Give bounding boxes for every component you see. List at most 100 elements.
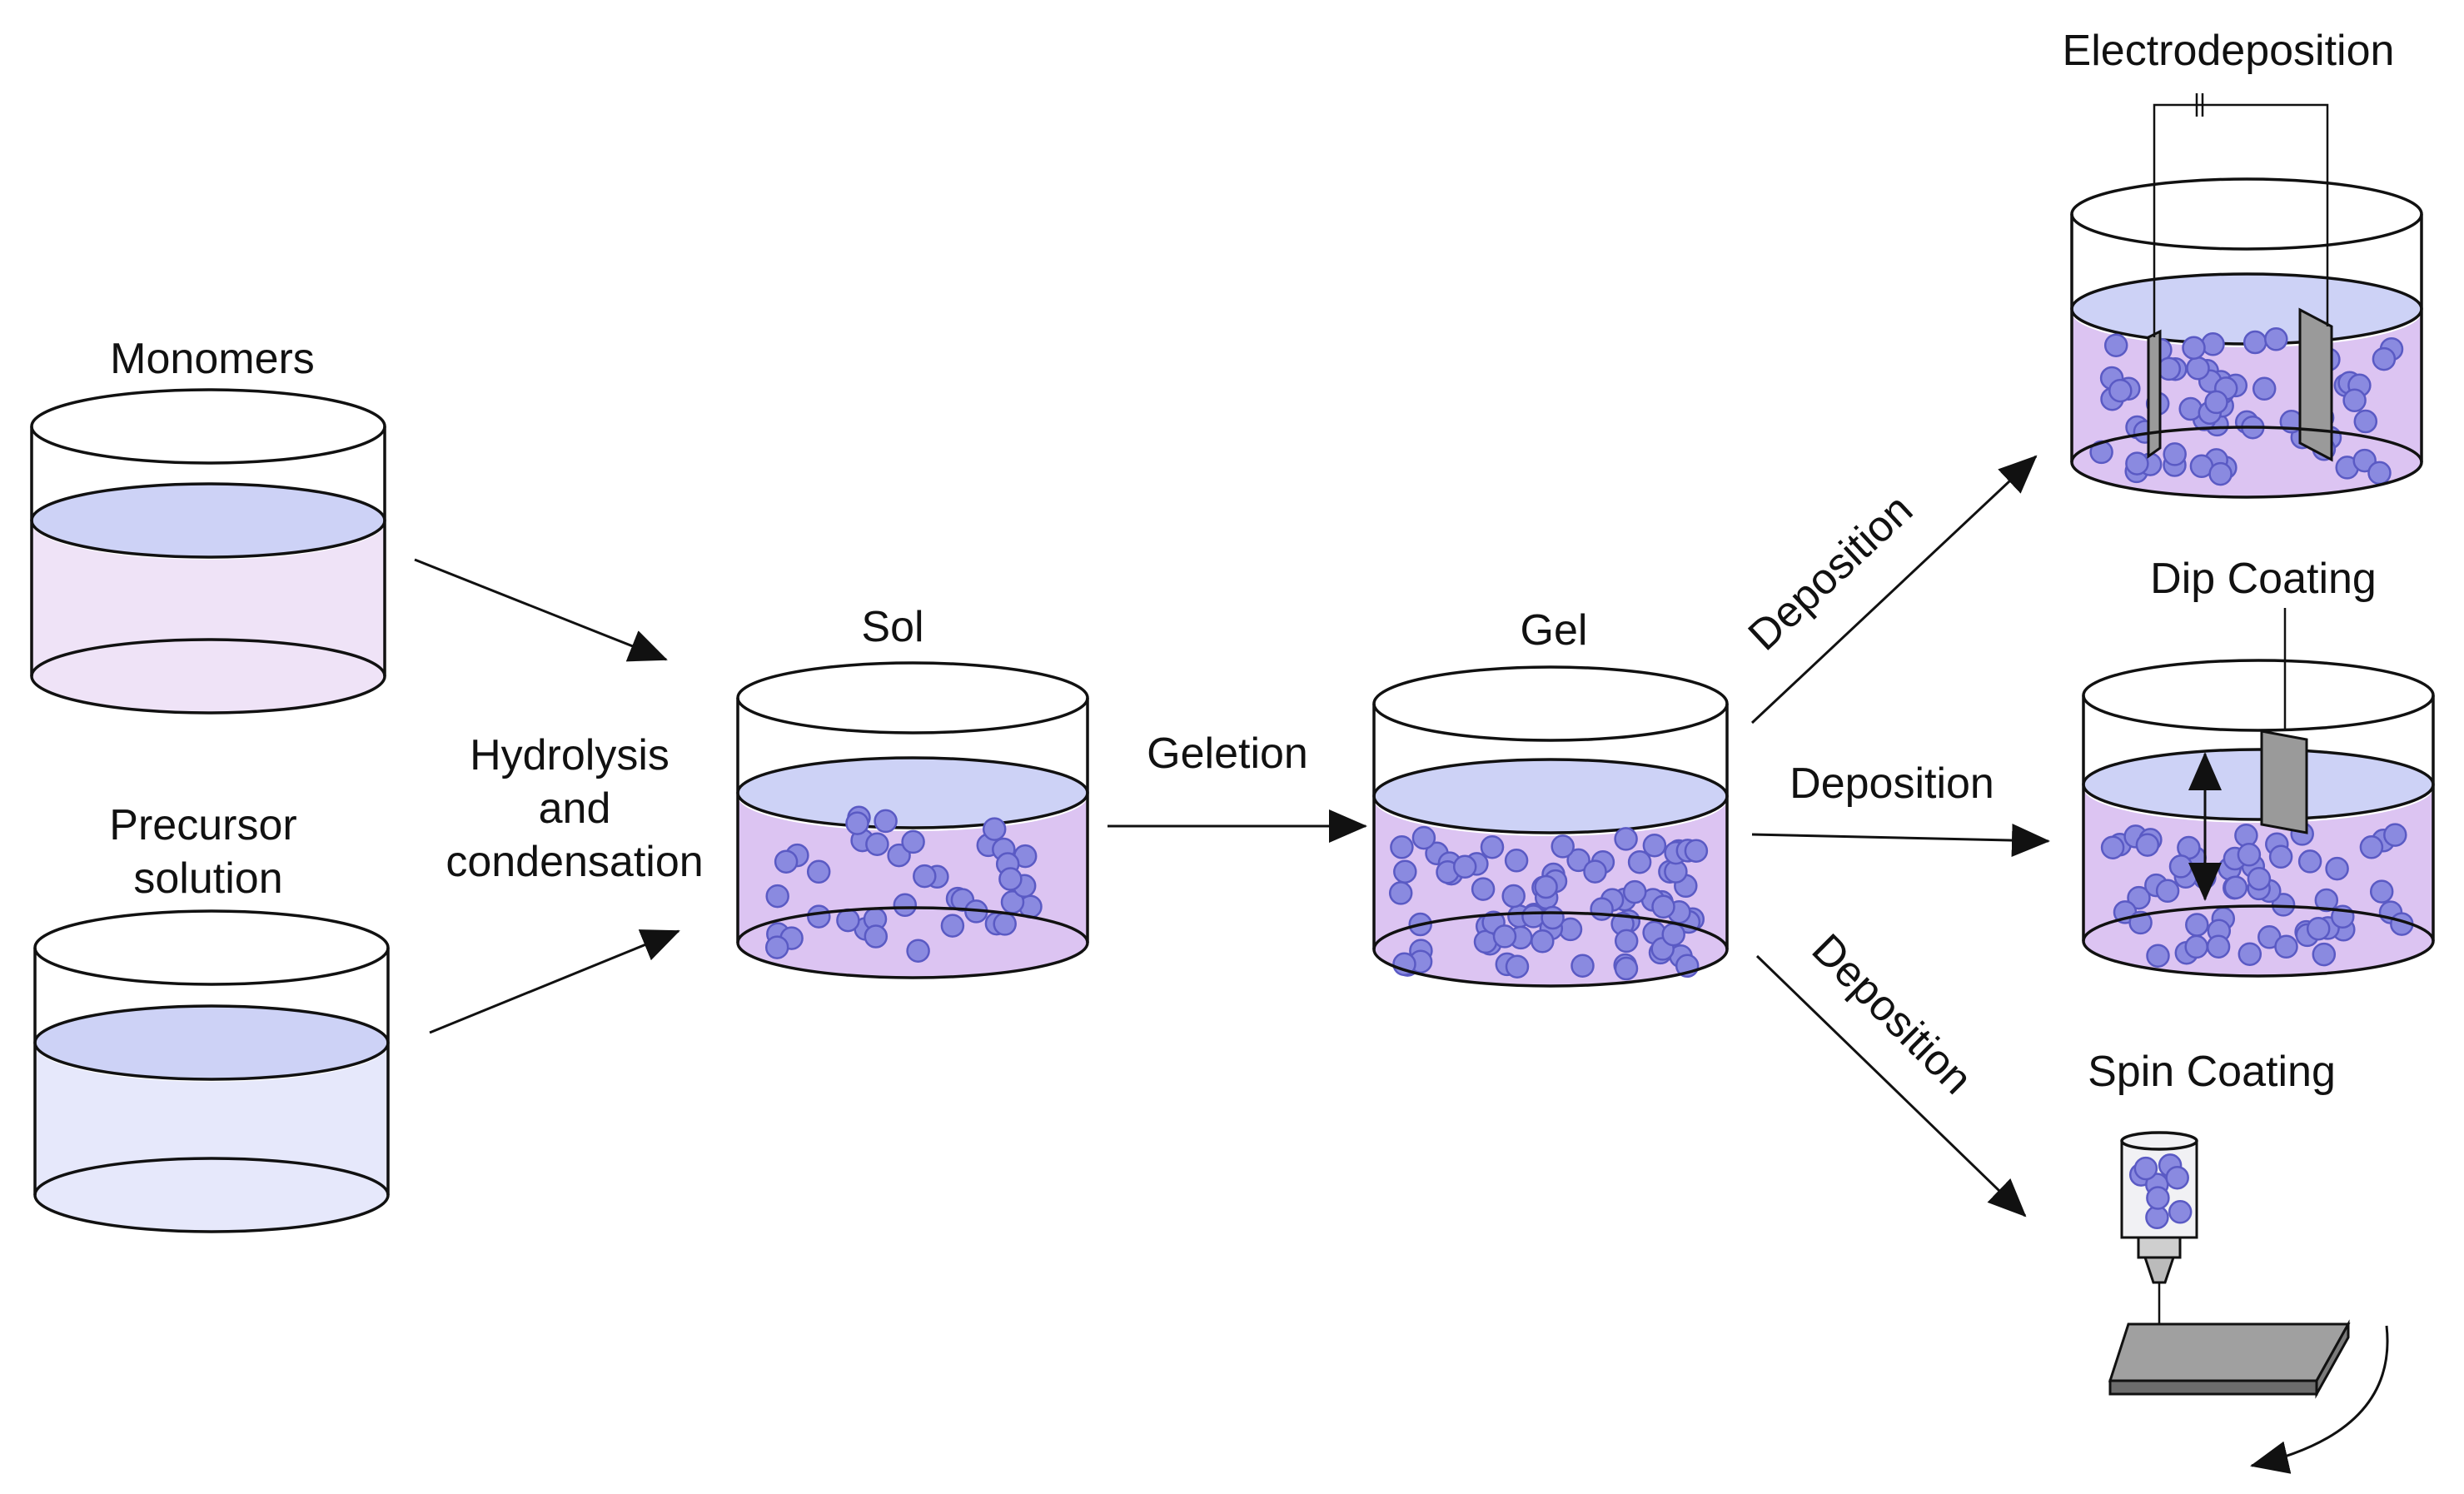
- particle: [2133, 1156, 2158, 1181]
- particle: [1480, 834, 1505, 859]
- particle: [2103, 333, 2128, 357]
- spin-substrate-side: [2108, 1379, 2318, 1396]
- particle: [2168, 1200, 2193, 1224]
- hydrolysis-label-line1: Hydrolysis: [470, 731, 670, 779]
- particle: [2184, 934, 2208, 959]
- particle: [982, 817, 1007, 841]
- particle: [1390, 835, 1414, 859]
- particle: [1393, 859, 1417, 884]
- particle: [807, 904, 831, 929]
- electrodeposition-beaker: [2070, 93, 2423, 499]
- dip-coating-label: Dip Coating: [2150, 555, 2377, 603]
- particle: [993, 912, 1017, 936]
- arrow-monomers-to-sol: [414, 558, 668, 662]
- particle: [1471, 877, 1496, 901]
- particle: [1504, 849, 1529, 873]
- particle: [2155, 879, 2180, 904]
- precursor-liquid: [35, 1045, 388, 1232]
- particle: [765, 884, 789, 909]
- particle: [2247, 866, 2272, 891]
- particle: [2359, 835, 2384, 859]
- particle: [1570, 954, 1595, 978]
- gel-label: Gel: [1521, 606, 1588, 655]
- particle: [1534, 874, 1558, 899]
- particle: [806, 859, 831, 884]
- particle: [940, 914, 965, 938]
- particle: [2168, 854, 2193, 879]
- particle: [2157, 356, 2182, 381]
- particle: [845, 811, 869, 835]
- sol-label: Sol: [861, 603, 923, 651]
- particle: [1566, 848, 1590, 873]
- particle: [1651, 894, 1675, 919]
- particle: [2108, 378, 2133, 403]
- particle: [2163, 442, 2187, 466]
- particle: [2297, 849, 2322, 874]
- geletion-label: Geletion: [1147, 730, 1308, 778]
- monomers-liquid-surface: [30, 482, 386, 559]
- electrode-wire: [2153, 103, 2329, 337]
- particle: [1684, 839, 1709, 863]
- particle: [1590, 897, 1614, 921]
- particle: [2204, 390, 2228, 415]
- particle: [1541, 905, 1565, 930]
- particle: [865, 832, 889, 856]
- particle: [1627, 849, 1652, 874]
- particle: [2182, 336, 2206, 360]
- particle: [2206, 934, 2231, 959]
- particle: [1622, 879, 1647, 904]
- particle: [2146, 1186, 2170, 1210]
- hydrolysis-label-line2: and: [539, 784, 611, 833]
- deposition-label-down: Deposition: [1803, 925, 1982, 1104]
- spin-substrate-top: [2108, 1322, 2351, 1382]
- deposition-label-mid: Deposition: [1790, 759, 1994, 808]
- dip-substrate: [2260, 730, 2308, 834]
- particle: [2165, 1165, 2189, 1190]
- particle: [2100, 835, 2125, 859]
- particle: [2268, 844, 2293, 869]
- arrow-gel-to-electrodeposition: [1750, 455, 2038, 725]
- particle: [2325, 856, 2349, 881]
- particle: [2274, 934, 2298, 959]
- particle: [2178, 396, 2203, 421]
- particle: [2146, 944, 2170, 968]
- particle: [2242, 330, 2267, 355]
- particle: [2234, 824, 2258, 848]
- particle: [1492, 924, 1517, 949]
- particle: [2353, 409, 2378, 434]
- monomers-liquid: [32, 523, 385, 713]
- monomers-label: Monomers: [110, 335, 315, 383]
- gel-beaker: [1372, 665, 1729, 988]
- particle: [1614, 827, 1638, 851]
- particle: [2367, 461, 2392, 486]
- precursor-label-line2: solution: [133, 854, 282, 903]
- particle: [774, 849, 799, 874]
- particle: [1452, 854, 1477, 879]
- particle: [1661, 922, 1685, 947]
- particle: [901, 829, 925, 854]
- sol-liquid-surface: [736, 756, 1089, 829]
- particle: [998, 867, 1023, 891]
- particle: [864, 924, 889, 949]
- particle: [1614, 929, 1639, 954]
- particle: [2185, 913, 2209, 937]
- precursor-beaker: [33, 909, 390, 1233]
- particle: [1411, 825, 1436, 850]
- particle: [2208, 461, 2233, 486]
- particle: [2125, 451, 2149, 476]
- dip-coating-beaker: [2082, 608, 2435, 978]
- particle: [2186, 356, 2210, 381]
- electrodeposition-liquid-surface: [2070, 272, 2423, 346]
- arrow-gel-to-dip-coating: [1751, 824, 2050, 858]
- particle: [2306, 916, 2331, 941]
- electrode-right: [2298, 307, 2333, 462]
- particle: [887, 843, 911, 868]
- particle: [1642, 833, 1667, 858]
- particle: [2135, 833, 2160, 857]
- particle: [1501, 884, 1526, 909]
- particle: [2127, 885, 2151, 910]
- precursor-label-line1: Precursor: [109, 801, 296, 849]
- particle: [836, 908, 860, 933]
- syringe-particles: [2128, 1153, 2193, 1230]
